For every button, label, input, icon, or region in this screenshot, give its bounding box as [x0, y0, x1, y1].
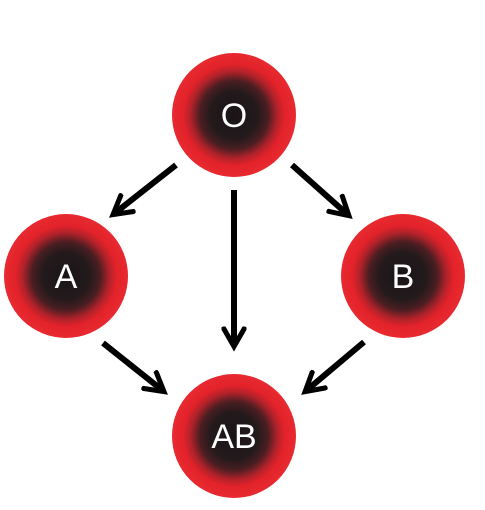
node-o-label: O [221, 97, 247, 135]
arrow-o-to-b [290, 162, 347, 214]
arrows [101, 162, 366, 390]
node-a-cell [4, 214, 128, 338]
node-b-cell [341, 214, 465, 338]
node-ab-label: AB [211, 418, 256, 456]
node-b-label: B [392, 258, 415, 296]
node-b: B [341, 214, 465, 338]
node-o-cell [172, 53, 296, 177]
node-o: O [172, 53, 296, 177]
arrow-o-to-a [115, 162, 178, 213]
arrow-a-to-ab [101, 340, 162, 390]
node-a-label: A [55, 258, 78, 296]
arrow-b-to-ab [307, 339, 366, 390]
node-ab: AB [172, 374, 296, 498]
node-a: A [4, 214, 128, 338]
node-ab-cell [172, 374, 296, 498]
